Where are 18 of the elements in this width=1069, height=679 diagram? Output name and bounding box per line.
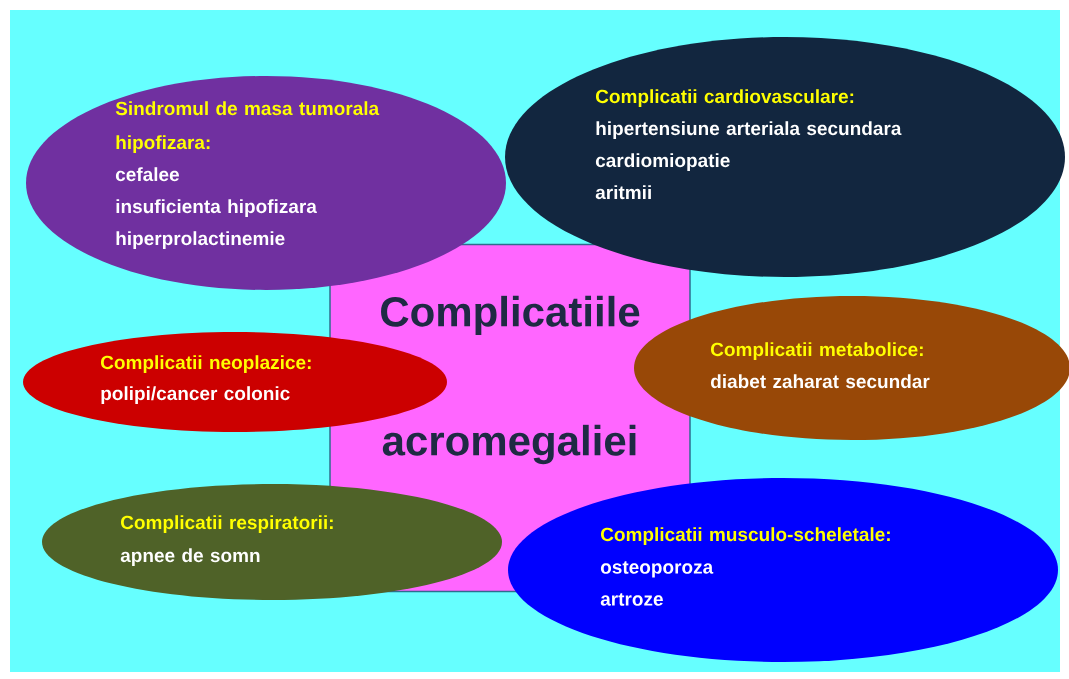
heading: Sindromul de masa tumorala hipofizara:: [115, 101, 380, 153]
list-item: insuficienta hipofizara: [116, 199, 317, 217]
heading: Complicatii cardiovasculare:: [596, 89, 854, 107]
ellipse: [508, 478, 1058, 662]
list-item: artroze: [600, 593, 663, 606]
list-item: cefalee: [115, 167, 179, 182]
list-item: cardiomiopatie: [595, 153, 730, 171]
list-item: hiperprolactinemie: [116, 231, 285, 249]
ellipse: [42, 484, 502, 600]
ellipse: [505, 37, 1065, 277]
list-item: diabet zaharat secundar: [711, 374, 930, 389]
list-item: apnee de somn: [120, 548, 260, 566]
list-item: polipi/cancer colonic: [101, 386, 290, 404]
heading: Complicatii neoplazice:: [101, 355, 311, 373]
ellipse: [26, 76, 506, 290]
list-item: hipertensiune arteriala secundara: [596, 121, 902, 139]
list-item: aritmii: [595, 185, 651, 200]
heading: Complicatii metabolice:: [711, 342, 923, 360]
